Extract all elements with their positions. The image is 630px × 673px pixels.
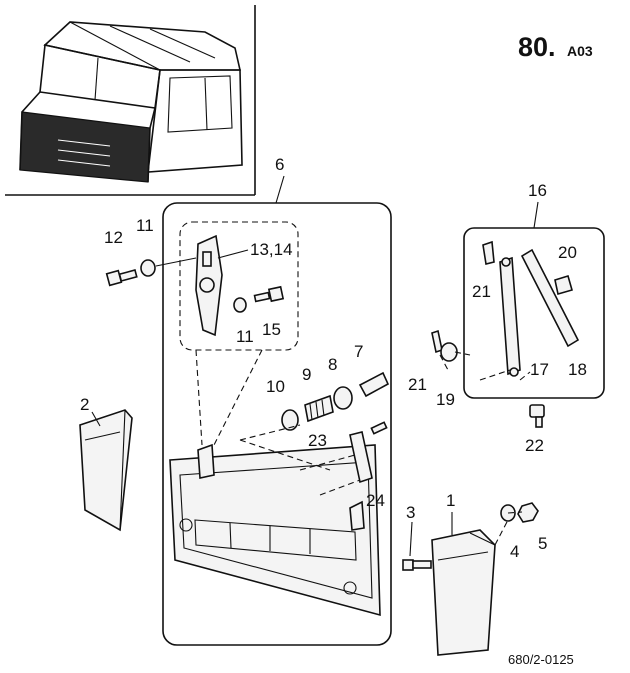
callout-21b: 21 [408,375,427,394]
callout-16: 16 [528,181,547,200]
cab-overview-inset [5,5,256,196]
grille-group-frame [162,202,392,646]
strut-part [499,248,580,377]
callout-2: 2 [80,395,89,414]
drawing-code: 680/2-0125 [508,652,574,667]
bracket-part [349,421,388,484]
bolt-20-part [554,274,573,296]
callout-12: 12 [104,228,123,247]
callout-7: 7 [354,342,363,361]
nut-5-part [517,502,539,523]
callout-11a: 11 [136,216,154,235]
callout-labels: 1 2 3 4 5 6 7 8 9 10 11 11 12 13,14 15 1… [80,155,587,561]
sheet-title: 80. A03 [518,32,593,62]
bolt-3-part [402,559,432,571]
callout-23: 23 [308,431,327,450]
latch-detail-frame [179,221,299,351]
callout-13-14: 13,14 [250,240,293,259]
callout-6: 6 [275,155,284,174]
left-corner-cover [79,409,133,532]
washer-19-part [440,342,458,362]
sheet-number: 80. [518,32,556,62]
bolt-part [253,285,285,303]
washer-11-part [140,259,156,277]
callout-20: 20 [558,243,577,262]
callout-21a: 21 [472,282,491,301]
callout-22: 22 [525,436,544,455]
pin-21b-part [431,329,443,354]
callout-3: 3 [406,503,415,522]
callout-9: 9 [302,365,311,384]
bolt-12-part [105,269,138,287]
callout-17: 17 [530,360,549,379]
pin-21-part [482,240,495,265]
latch-part [195,234,223,337]
callout-10: 10 [266,377,285,396]
callout-4: 4 [510,542,519,561]
callout-11b: 11 [236,327,254,346]
callout-18: 18 [568,360,587,379]
spring-assembly [281,371,390,431]
callout-8: 8 [328,355,337,374]
callout-5: 5 [538,534,547,553]
washer-part [233,297,247,313]
callout-15: 15 [262,320,281,339]
sheet-suffix: A03 [567,43,593,59]
bolt-22-part [529,404,545,428]
grille-panel [169,443,381,617]
right-corner-cover [431,529,496,656]
callout-19: 19 [436,390,455,409]
callout-24: 24 [366,491,385,510]
callout-1: 1 [446,491,455,510]
